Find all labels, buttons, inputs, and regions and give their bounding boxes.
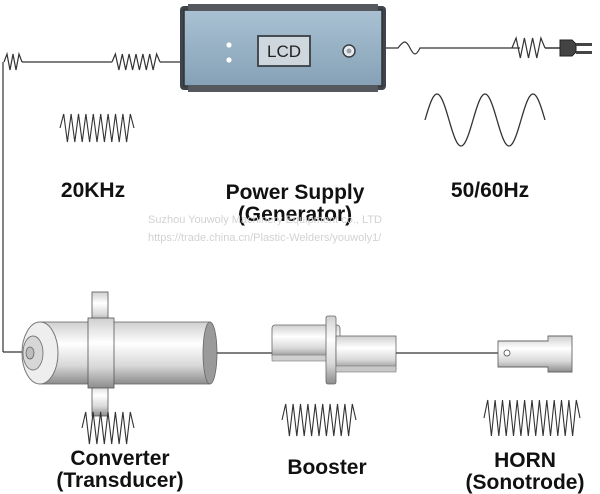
horn-label: HORN (Sonotrode)	[455, 449, 595, 494]
horn-name: HORN	[494, 449, 556, 472]
mains-cable	[386, 35, 546, 59]
converter-waveform	[81, 411, 135, 445]
converter-transducer	[21, 291, 218, 417]
generator-label: Power Supply (Generator)	[200, 181, 390, 227]
mains-cable-coil	[511, 35, 546, 59]
lcd-display	[257, 35, 311, 67]
mains-sine-waveform	[424, 93, 546, 147]
cable-coil-mid	[111, 52, 161, 71]
converter-name: Converter	[70, 447, 170, 470]
ultrasonic-frequency-label: 20KHz	[60, 179, 126, 202]
mains-frequency-label: 50/60Hz	[450, 179, 530, 202]
converter-label: Converter (Transducer)	[30, 447, 210, 493]
watermark-company: Suzhou Youwoly Machinery Equipment co., …	[148, 214, 382, 226]
led-indicator-icon	[226, 42, 232, 48]
horn-waveform	[483, 399, 581, 437]
led-indicator-icon	[226, 57, 232, 63]
lcd-label: LCD	[267, 42, 301, 61]
converter-subname: (Transducer)	[56, 469, 184, 493]
booster-waveform	[281, 403, 357, 437]
generator-name: Power Supply	[225, 181, 365, 204]
cable-coil-left	[3, 51, 23, 71]
generator-subname: (Generator)	[237, 203, 353, 227]
horn-sonotrode	[497, 335, 573, 373]
generator-box: LCD	[180, 4, 386, 92]
rf-cable	[2, 51, 188, 353]
booster	[271, 315, 397, 385]
ultrasonic-waveform	[59, 113, 135, 143]
watermark-url: https://trade.china.cn/Plastic-Welders/y…	[148, 232, 382, 244]
booster-label: Booster	[287, 456, 367, 479]
horn-subname: (Sonotrode)	[465, 471, 585, 494]
power-plug-icon	[545, 39, 592, 57]
